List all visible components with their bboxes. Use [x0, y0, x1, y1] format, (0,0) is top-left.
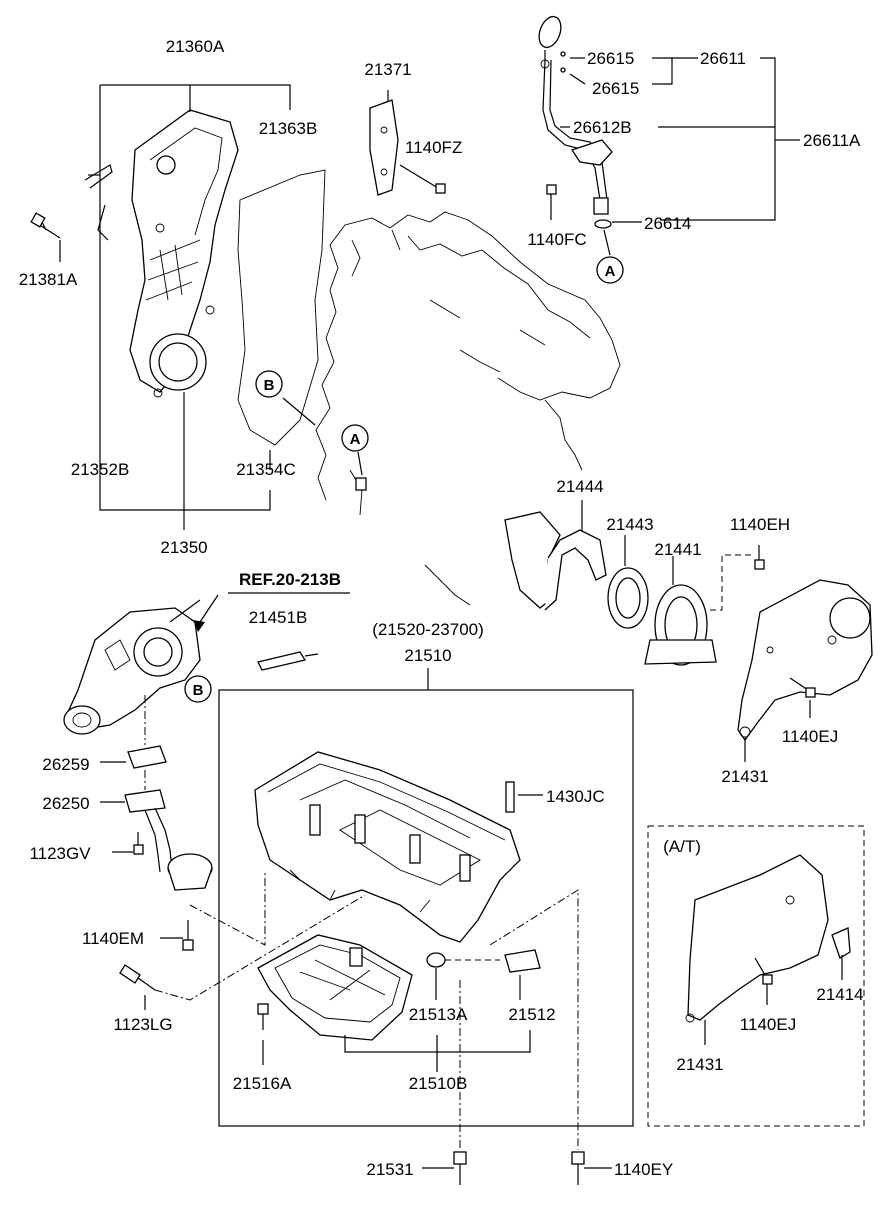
label-21371: 21371 — [364, 60, 411, 79]
gauge-leader-lines — [560, 57, 800, 256]
callout-a-top-letter: A — [605, 263, 616, 280]
label-21363B: 21363B — [259, 119, 318, 138]
label-21512: 21512 — [508, 1005, 555, 1024]
label-at-title: (A/T) — [663, 837, 701, 856]
label-21431: 21431 — [721, 767, 768, 786]
bolts-left — [119, 870, 366, 1010]
label-at-21414: 21414 — [816, 985, 863, 1004]
timing-leader-lines — [59, 84, 316, 530]
label-1140FC: 1140FC — [527, 230, 586, 249]
oil-level-gauge-assembly — [538, 15, 613, 229]
label-1140EM: 1140EM — [82, 929, 144, 948]
label-21444: 21444 — [556, 477, 603, 496]
label-1430JC: 1430JC — [546, 787, 605, 806]
bottom-bolts — [422, 889, 612, 1185]
label-26615-bottom: 26615 — [592, 79, 639, 98]
part-labels: 21360A 21363B 21371 1140FZ 26615 26615 2… — [19, 37, 864, 1179]
label-26611: 26611 — [700, 49, 746, 68]
label-21513A: 21513A — [409, 1005, 468, 1024]
rear-oil-seal-assembly — [504, 500, 765, 666]
label-1123GV: 1123GV — [29, 844, 91, 863]
callout-a-mid: A — [341, 424, 369, 491]
engine-block-drawing — [315, 211, 621, 606]
label-1140EY: 1140EY — [614, 1160, 673, 1179]
label-26614: 26614 — [644, 214, 691, 233]
callout-b-pump-letter: B — [193, 682, 204, 699]
label-1140FZ: 1140FZ — [405, 138, 462, 157]
oil-pan-frame — [218, 668, 634, 1127]
label-at-21431: 21431 — [676, 1055, 723, 1074]
label-1123LG: 1123LG — [113, 1015, 172, 1034]
label-26615-top: 26615 — [587, 49, 634, 68]
at-variant-box — [647, 825, 865, 1127]
lower-oil-pan — [257, 934, 541, 1072]
label-1140EJ: 1140EJ — [782, 727, 838, 746]
label-21510B: 21510B — [409, 1074, 468, 1093]
label-21520-23700: (21520-23700) — [372, 620, 484, 639]
oil-strainer-assembly — [100, 695, 213, 891]
label-26259: 26259 — [42, 755, 89, 774]
sealant-tube-21451B — [257, 651, 319, 671]
label-26612B: 26612B — [573, 118, 632, 137]
plate-21431 — [737, 579, 873, 762]
label-21531: 21531 — [366, 1160, 413, 1179]
upper-oil-pan — [254, 751, 543, 943]
label-at-1140EJ: 1140EJ — [740, 1015, 796, 1034]
callout-b-pump: B — [184, 675, 212, 703]
label-21516A: 21516A — [233, 1074, 292, 1093]
reference-label: REF.20-213B — [239, 570, 341, 589]
label-21510: 21510 — [404, 646, 451, 665]
label-21451B: 21451B — [249, 608, 308, 627]
bracket-21371 — [369, 90, 446, 196]
callout-a-mid-letter: A — [350, 431, 361, 448]
callout-b-top-letter: B — [264, 377, 275, 394]
label-26611A: 26611A — [803, 131, 861, 150]
callout-a-top: A — [596, 256, 624, 284]
label-21381A: 21381A — [19, 270, 78, 289]
label-26250: 26250 — [42, 794, 89, 813]
label-21352B: 21352B — [71, 460, 130, 479]
label-21354C: 21354C — [236, 460, 296, 479]
timing-cover-assembly — [30, 109, 326, 446]
label-1140EH: 1140EH — [730, 515, 790, 534]
callout-b-top: B — [255, 370, 283, 398]
label-21360A: 21360A — [166, 37, 225, 56]
label-21350: 21350 — [160, 538, 207, 557]
label-21441: 21441 — [654, 540, 701, 559]
oil-pump-assembly — [63, 592, 350, 735]
label-21443: 21443 — [606, 515, 653, 534]
